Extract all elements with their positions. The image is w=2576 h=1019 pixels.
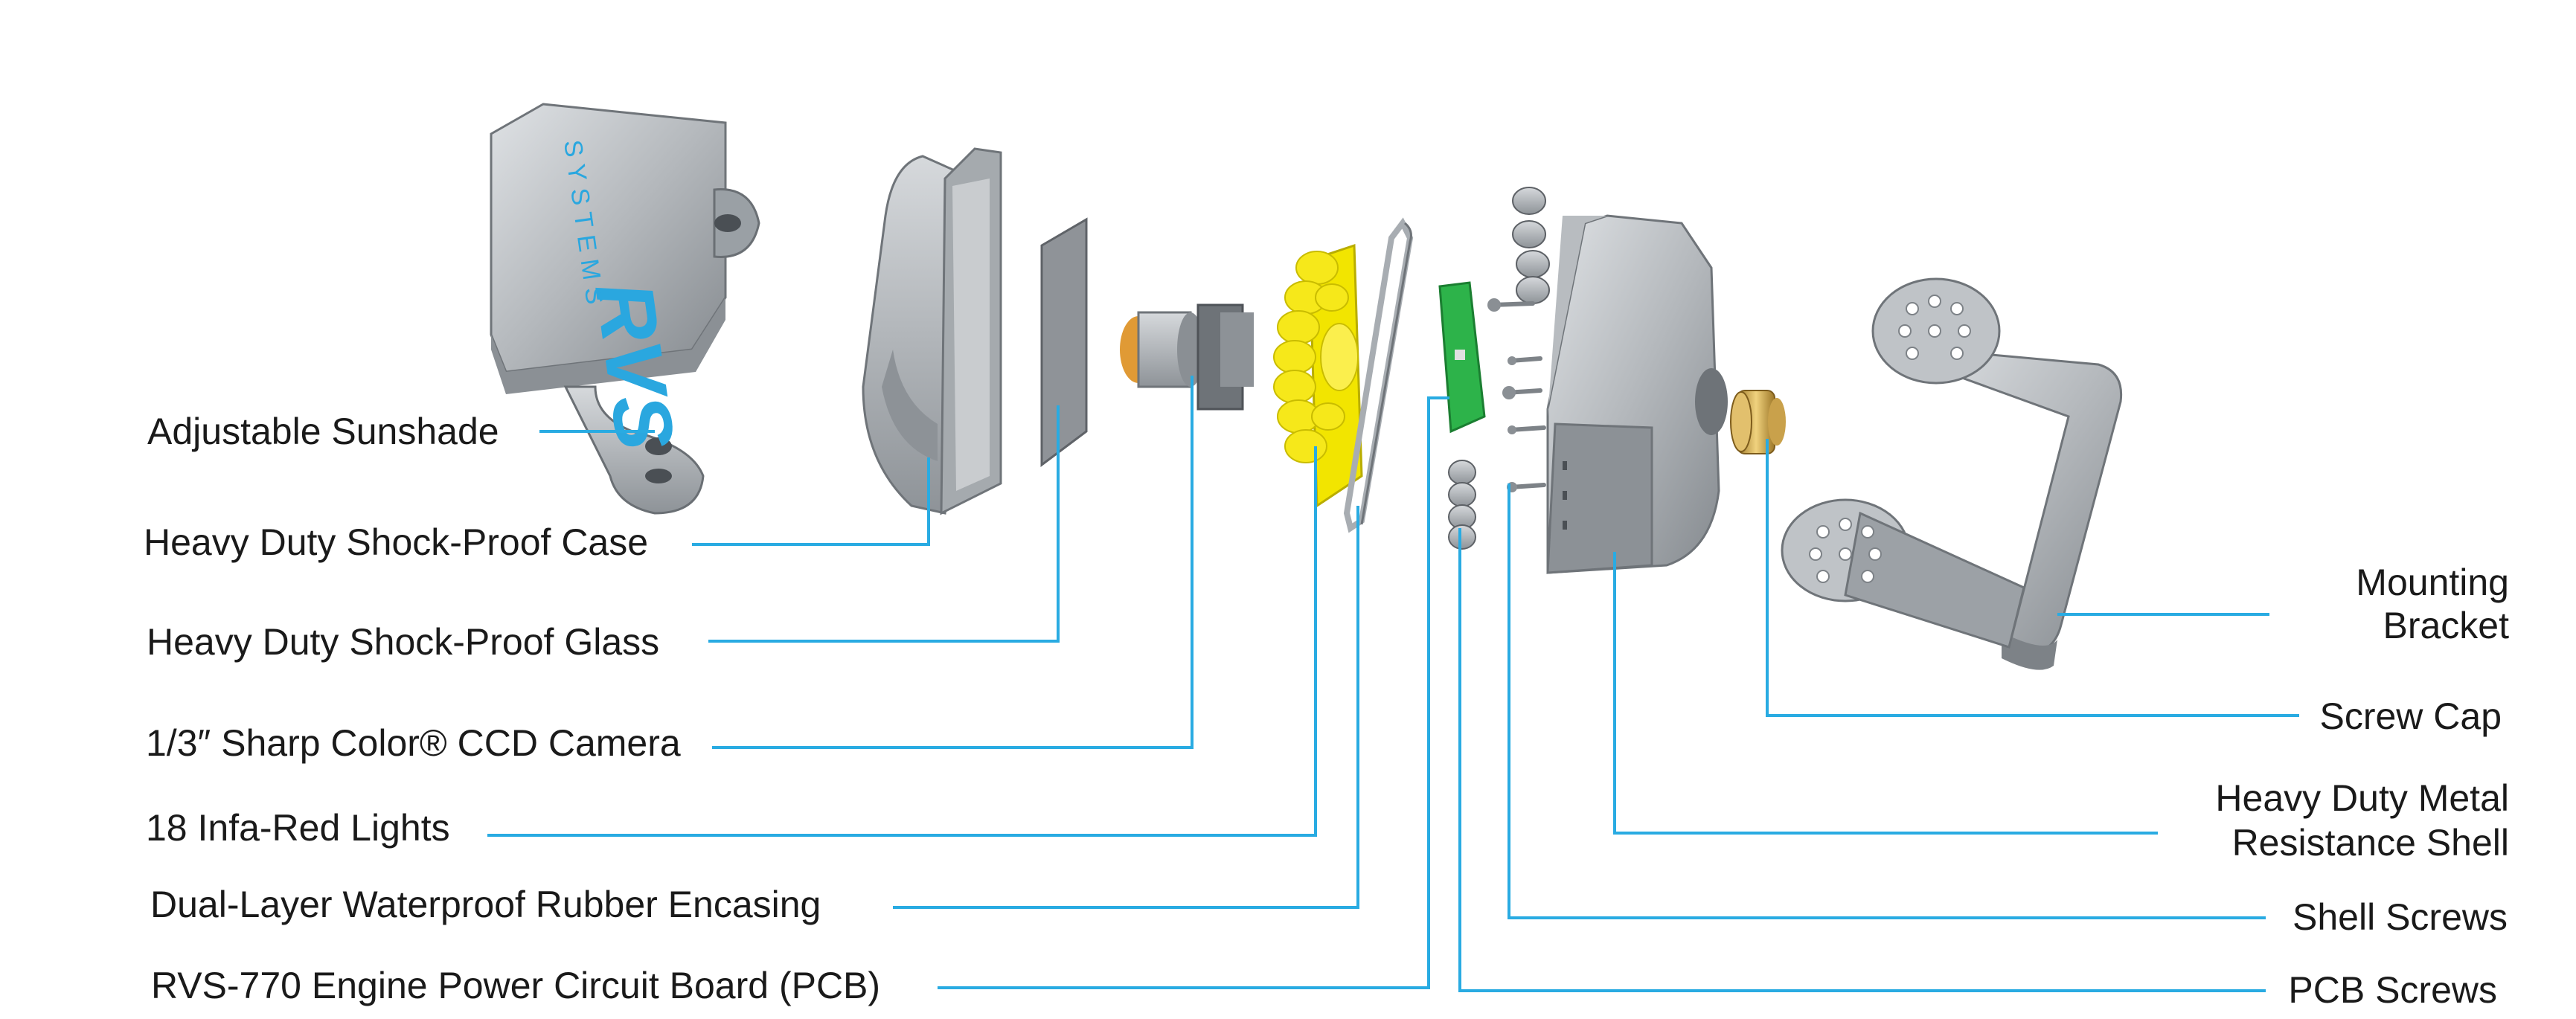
leader-screwcap bbox=[1766, 439, 2299, 717]
label-screwcap: Screw Cap bbox=[2319, 695, 2502, 737]
label-shellscrews: Shell Screws bbox=[2293, 896, 2508, 938]
label-sunshade: Adjustable Sunshade bbox=[147, 411, 499, 452]
label-pcbscrews: PCB Screws bbox=[2288, 969, 2497, 1011]
ir-lights-part bbox=[1273, 243, 1363, 508]
left-labels: Adjustable Sunshade Heavy Duty Shock-Pro… bbox=[144, 411, 880, 1006]
leader-pcbscrews bbox=[1458, 528, 2266, 992]
mounting-bracket-part bbox=[1781, 277, 2123, 670]
label-bracket-line2: Bracket bbox=[2383, 605, 2509, 646]
shell-screws-part bbox=[1487, 187, 1550, 492]
label-glass: Heavy Duty Shock-Proof Glass bbox=[147, 621, 659, 663]
glass-part bbox=[1040, 217, 1088, 467]
sunshade-part: RVS SYSTEMS bbox=[490, 103, 760, 515]
pcb-part bbox=[1438, 281, 1486, 434]
case-part bbox=[862, 147, 1002, 515]
camera-part bbox=[1120, 303, 1254, 411]
screw-cap-part bbox=[1730, 390, 1786, 454]
leader-camera bbox=[712, 376, 1194, 749]
label-shell-line1: Heavy Duty Metal bbox=[2215, 777, 2509, 819]
label-pcb: RVS-770 Engine Power Circuit Board (PCB) bbox=[151, 965, 880, 1006]
leader-rubber bbox=[893, 506, 1359, 909]
leader-glass bbox=[708, 405, 1060, 643]
label-irlights: 18 Infa-Red Lights bbox=[146, 807, 450, 849]
leader-pcb bbox=[938, 396, 1449, 989]
leader-case bbox=[692, 457, 930, 546]
metal-shell-part bbox=[1546, 214, 1728, 574]
rubber-encasing-part bbox=[1343, 217, 1414, 533]
label-camera: 1/3″ Sharp Color® CCD Camera bbox=[146, 722, 681, 764]
leader-shell bbox=[1613, 552, 2158, 835]
label-shell-line2: Resistance Shell bbox=[2232, 822, 2509, 864]
label-rubber: Dual-Layer Waterproof Rubber Encasing bbox=[150, 884, 821, 925]
leader-shellscrews bbox=[1508, 483, 2266, 919]
leader-lines bbox=[487, 376, 2299, 992]
label-case: Heavy Duty Shock-Proof Case bbox=[144, 521, 648, 563]
label-bracket-line1: Mounting bbox=[2356, 562, 2509, 603]
pcb-screws-part bbox=[1448, 460, 1476, 550]
right-labels: Mounting Bracket Screw Cap Heavy Duty Me… bbox=[2215, 562, 2509, 1011]
leader-irlights bbox=[487, 446, 1317, 837]
